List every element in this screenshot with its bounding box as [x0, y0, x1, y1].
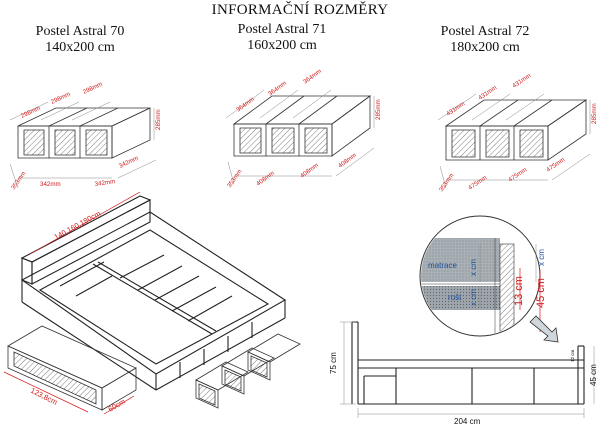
- drawer-71-width-label-3: 364mm: [302, 68, 323, 86]
- small-dim-label: 12 cm: [570, 349, 575, 362]
- drawer-71-height-label: 285mm: [375, 99, 382, 120]
- drawer-set-72: 431mm 431mm 431mm 285mm 353mm 475mm 475m…: [437, 72, 598, 193]
- bed-71-header: Postel Astral 71 160x200 cm: [222, 22, 342, 54]
- bed-width-label: 140,160,180cm: [53, 209, 103, 242]
- length-204-label: 204 cm: [454, 417, 481, 426]
- drawer-72-height-label: 285mm: [591, 103, 598, 124]
- dim-13-label: 13 cm: [513, 276, 525, 306]
- drawer-71-length-label-3: 408mm: [337, 152, 358, 170]
- drawer-71-length-label-1: 408mm: [255, 170, 276, 188]
- drawer-72-width-label-1: 431mm: [445, 100, 466, 117]
- drawer-71-length-label-2: 408mm: [299, 162, 320, 180]
- drawer-70-length-label-2: 342mm: [94, 178, 115, 188]
- slats-label: rošt: [448, 293, 462, 302]
- drawer-set-71: 364mm 364mm 364mm 285mm 353mm 408mm 408m…: [225, 68, 382, 189]
- side-x-label: x cm: [537, 249, 546, 266]
- section-view: matrace rošt x cm x cm x cm 13 cm 45 cm: [329, 215, 598, 426]
- page-title: INFORMAČNÍ ROZMĚRY: [211, 2, 389, 18]
- dim-45-label: 45 cm: [535, 278, 547, 308]
- bed-3d-view: 140,160,180cm 123,8cm 60cm: [3, 191, 301, 415]
- drawer-72-width-label-3: 431mm: [511, 72, 532, 89]
- drawer-70-depth-label: 353mm: [10, 170, 28, 191]
- bed-70-name: Postel Astral 70: [35, 24, 125, 39]
- drawer-72-width-label-2: 431mm: [477, 84, 498, 101]
- mattress-x-label: x cm: [469, 259, 478, 276]
- drawer-70-width-label-1: 298mm: [20, 105, 42, 120]
- drawer-70-width-label-2: 298mm: [50, 91, 72, 106]
- bed-70-size: 140x200 cm: [45, 40, 115, 55]
- drawer-set-70: 298mm 298mm 298mm 285mm 353mm 342mm 342m…: [9, 81, 162, 191]
- drawer-70-height-label: 285mm: [155, 109, 162, 130]
- bed-71-size: 160x200 cm: [247, 38, 317, 53]
- drawer-72-length-label-2: 475mm: [507, 166, 528, 183]
- drawer-72-depth-label: 353mm: [438, 172, 456, 193]
- bed-71-name: Postel Astral 71: [237, 22, 327, 37]
- height-45-label: 45 cm: [589, 364, 598, 386]
- bed-72-header: Postel Astral 72 180x200 cm: [425, 24, 545, 56]
- height-75-label: 75 cm: [329, 352, 338, 374]
- drawer-70-length-label-3: 342mm: [118, 155, 140, 170]
- drawer-70-width-label-3: 298mm: [82, 81, 104, 96]
- mattress-label: matrace: [428, 261, 457, 270]
- slats-x-label: x cm: [469, 289, 478, 306]
- drawer-71-depth-label: 353mm: [226, 168, 244, 189]
- bed-72-size: 180x200 cm: [450, 40, 520, 55]
- bed-70-header: Postel Astral 70 140x200 cm: [20, 24, 140, 56]
- drawer-depth-label: 60cm: [107, 397, 127, 414]
- drawer-71-width-label-1: 364mm: [235, 96, 256, 114]
- bed-72-name: Postel Astral 72: [440, 24, 530, 39]
- drawer-70-length-label-1: 342mm: [40, 181, 61, 188]
- drawer-72-length-label-1: 475mm: [467, 174, 488, 191]
- drawer-71-width-label-2: 364mm: [267, 80, 288, 98]
